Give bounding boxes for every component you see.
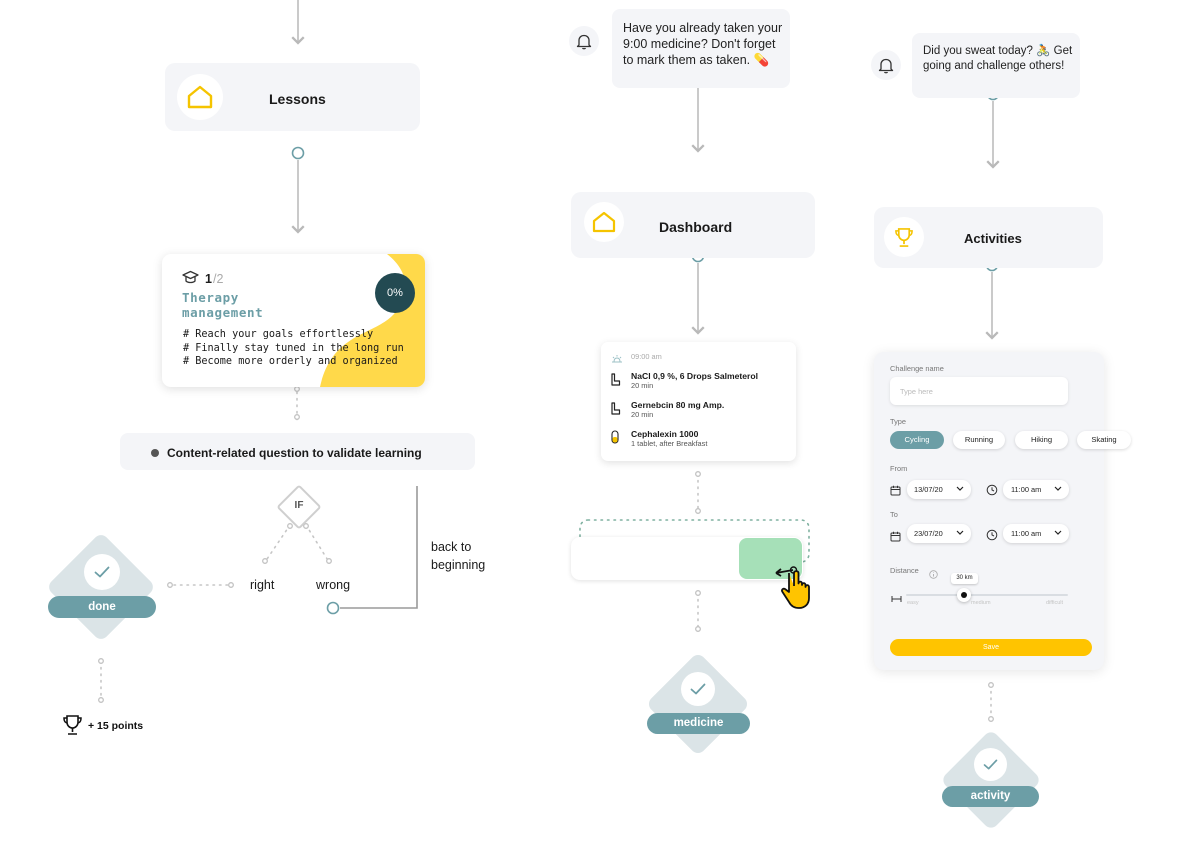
pill-icon (611, 430, 619, 449)
to-date-select[interactable]: 23/07/20 (907, 524, 971, 543)
medicine-badge: medicine (647, 713, 750, 734)
reward-label: + 15 points (88, 720, 144, 732)
home-icon (584, 202, 624, 242)
activity-notification-text: Did you sweat today? 🚴 Get going and cha… (923, 45, 1073, 72)
question-text: Content-related question to validate lea… (167, 446, 422, 460)
therapy-bullet-2: # Finally stay tuned in the long run (183, 343, 404, 354)
medicine-notification-text: Have you already taken your 9:00 medicin… (623, 21, 783, 67)
info-icon (929, 566, 938, 584)
type-label: Type (890, 417, 907, 426)
hand-pointer-icon (774, 562, 816, 617)
therapy-card[interactable]: 1 /2 Therapy management 0% # Reach your … (162, 254, 425, 387)
scale-medium: medium (971, 600, 991, 606)
challenge-form: Challenge name Type here Type Cycling Ru… (874, 352, 1131, 670)
check-icon (84, 554, 120, 590)
done-badge: done (48, 596, 156, 618)
question-node[interactable]: Content-related question to validate lea… (120, 433, 475, 470)
from-date-select[interactable]: 13/07/20 (907, 480, 971, 499)
activity-notification: Did you sweat today? 🚴 Get going and cha… (912, 33, 1080, 98)
clock-icon (986, 528, 998, 546)
calendar-icon (890, 483, 901, 501)
challenge-name-placeholder: Type here (900, 387, 933, 396)
med-name-3: Cephalexin 1000 (631, 429, 699, 439)
trophy-icon (62, 714, 83, 741)
to-time-select[interactable]: 11:00 am (1003, 524, 1069, 543)
card-yellow-shape (320, 254, 425, 387)
inhaler-icon (610, 402, 621, 420)
trophy-icon (884, 217, 924, 257)
graduation-cap-icon (182, 270, 199, 290)
challenge-name-label: Challenge name (890, 364, 944, 373)
inhaler-icon (610, 373, 621, 391)
step-total: /2 (213, 272, 224, 286)
from-label: From (890, 464, 908, 473)
calendar-icon (890, 529, 901, 547)
scale-difficult: difficult (1046, 600, 1064, 606)
type-chip-running[interactable]: Running (953, 431, 1005, 449)
medicine-notification: Have you already taken your 9:00 medicin… (612, 9, 790, 88)
to-label: To (890, 510, 898, 519)
activities-title: Activities (964, 231, 1022, 246)
type-chip-hiking[interactable]: Hiking (1015, 431, 1068, 449)
challenge-name-input[interactable]: Type here (890, 377, 1068, 405)
therapy-title-line2: management (182, 305, 264, 320)
branch-right-label: right (250, 578, 275, 592)
chevron-down-icon (1054, 480, 1062, 499)
medication-list: 09:00 am NaCl 0,9 %, 6 Drops Salmeterol … (601, 342, 796, 461)
type-chip-cycling[interactable]: Cycling (890, 431, 944, 449)
bullet-dot (151, 449, 159, 457)
scale-easy: easy (907, 600, 919, 606)
save-button[interactable]: Save (890, 639, 1092, 656)
distance-slider-handle[interactable] (957, 588, 971, 602)
from-date-value: 13/07/20 (914, 485, 943, 494)
bell-icon (871, 50, 901, 80)
check-icon (681, 672, 715, 706)
home-icon (177, 74, 223, 120)
therapy-bullet-3: # Become more orderly and organized (183, 356, 398, 367)
distance-tooltip: 30 km (951, 573, 978, 584)
distance-range-icon (891, 590, 902, 608)
progress-circle: 0% (375, 273, 415, 313)
clock-icon (986, 483, 998, 501)
bell-icon (569, 26, 599, 56)
med-detail-3: 1 tablet, after Breakfast (631, 439, 708, 448)
distance-label: Distance (890, 566, 919, 575)
med-detail-1: 20 min (631, 381, 654, 390)
chevron-down-icon (956, 480, 964, 499)
from-time-select[interactable]: 11:00 am (1003, 480, 1069, 499)
therapy-title-line1: Therapy (182, 290, 239, 305)
chevron-down-icon (1054, 524, 1062, 543)
activity-badge: activity (942, 786, 1039, 807)
activities-node[interactable]: Activities (874, 207, 1103, 268)
from-time-value: 11:00 am (1011, 485, 1042, 494)
med-name-1: NaCl 0,9 %, 6 Drops Salmeterol (631, 371, 759, 381)
if-label: IF (294, 500, 304, 511)
back-label-line1: back to (431, 540, 472, 554)
step-current: 1 (205, 272, 212, 286)
time-label: 09:00 am (631, 352, 662, 361)
dashboard-title: Dashboard (659, 219, 733, 235)
to-date-value: 23/07/20 (914, 529, 943, 538)
back-label-line2: beginning (431, 558, 486, 572)
chevron-down-icon (956, 524, 964, 543)
med-name-2: Gernebcin 80 mg Amp. (631, 400, 725, 410)
to-time-value: 11:00 am (1011, 529, 1042, 538)
lessons-title: Lessons (269, 91, 326, 107)
distance-slider-track[interactable] (906, 594, 1068, 596)
lessons-node[interactable]: Lessons (165, 63, 420, 131)
therapy-bullet-1: # Reach your goals effortlessly (183, 329, 374, 340)
type-chip-skating[interactable]: Skating (1077, 431, 1131, 449)
med-detail-2: 20 min (631, 410, 654, 419)
sun-icon (611, 351, 623, 369)
check-icon (974, 748, 1007, 781)
dashboard-node[interactable]: Dashboard (571, 192, 815, 258)
branch-wrong-label: wrong (316, 578, 351, 592)
